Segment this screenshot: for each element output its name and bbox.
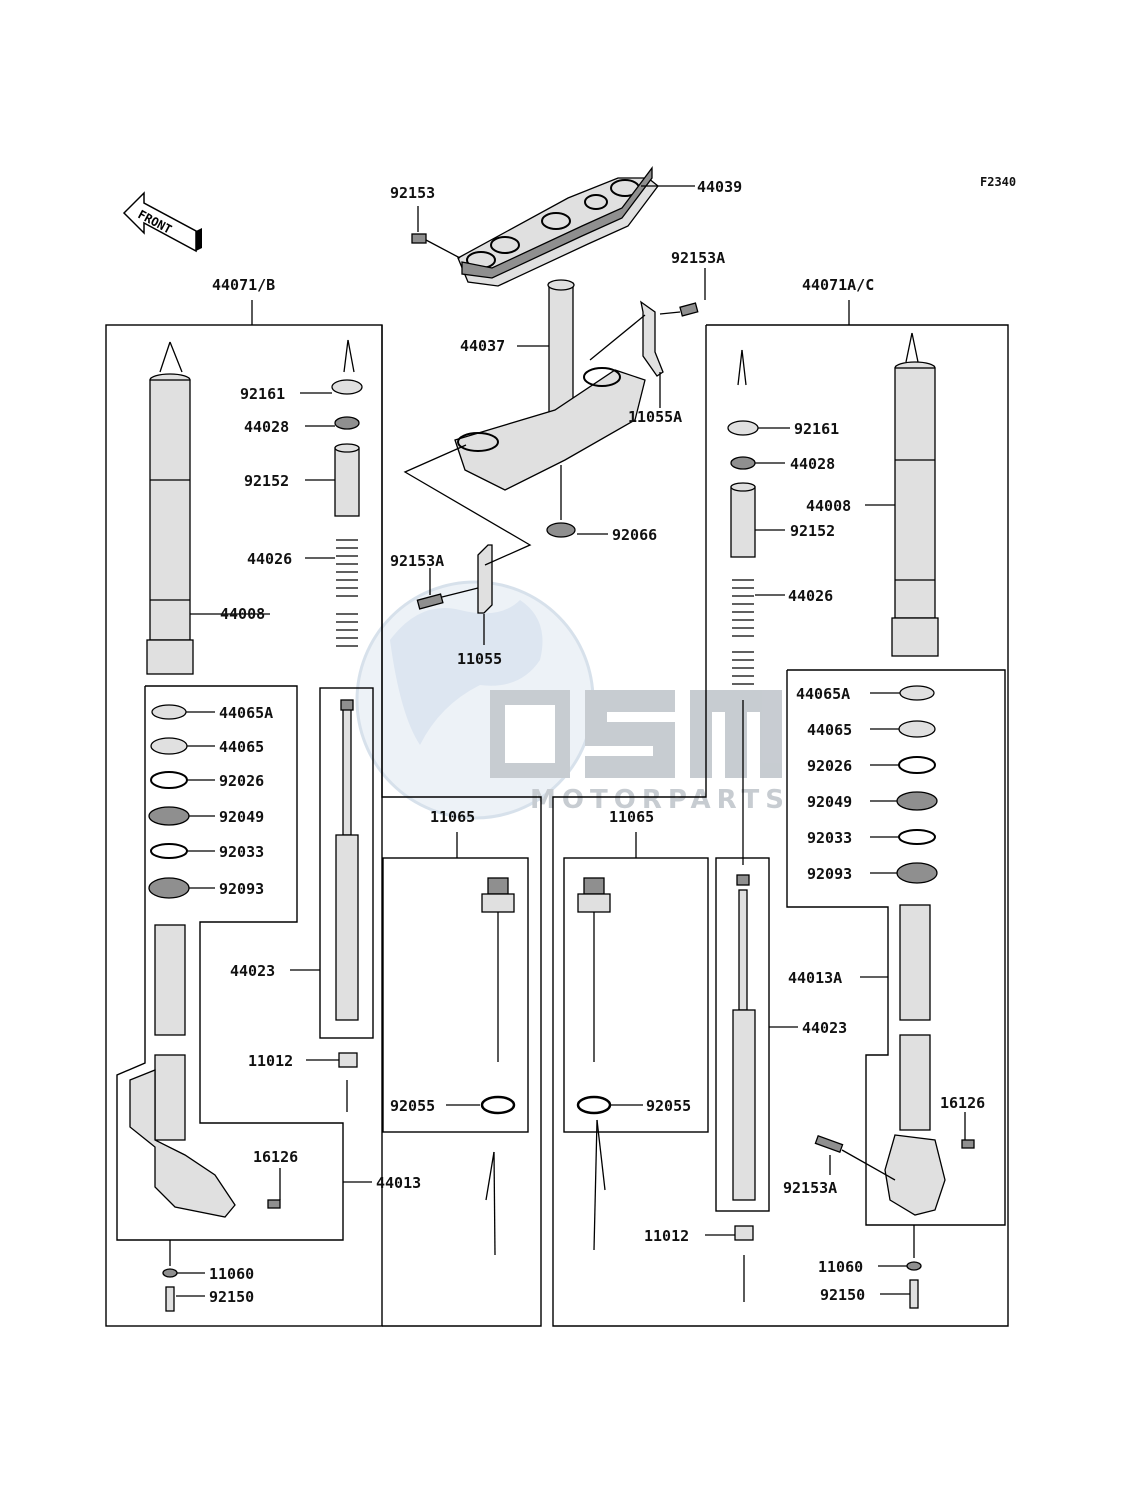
label-11060: 11060 <box>209 1265 254 1283</box>
label-92033: 92033 <box>219 843 264 861</box>
figure-code: F2340 <box>980 175 1016 189</box>
left-seal-subframe <box>116 685 344 1241</box>
label-92066: 92066 <box>612 526 657 544</box>
label-92033: 92033 <box>807 829 852 847</box>
label-44028: 44028 <box>790 455 835 473</box>
bracket-11055 <box>477 544 493 614</box>
watermark-text: MOTORPARTS <box>530 785 790 815</box>
label-92026: 92026 <box>219 772 264 790</box>
label-16126: 16126 <box>253 1148 298 1166</box>
label-44065: 44065 <box>807 721 852 739</box>
label-11055A: 11055A <box>628 408 682 426</box>
label-11060: 11060 <box>818 1258 863 1276</box>
label-44065A: 44065A <box>219 704 273 722</box>
steering-stem-assembly <box>454 279 646 491</box>
label-44028: 44028 <box>244 418 289 436</box>
label-92153A: 92153A <box>783 1179 837 1197</box>
label-92093: 92093 <box>807 865 852 883</box>
label-92026: 92026 <box>807 757 852 775</box>
label-44008: 44008 <box>806 497 851 515</box>
label-44039: 44039 <box>697 178 742 196</box>
left-fork-frame <box>105 300 542 1327</box>
label-44023: 44023 <box>802 1019 847 1037</box>
label-92153: 92153 <box>390 184 435 202</box>
bracket-11055A <box>640 300 664 377</box>
cartridge-parts <box>446 832 643 1256</box>
label-92161: 92161 <box>240 385 285 403</box>
label-44071A-C: 44071A/C <box>802 276 874 294</box>
label-92055: 92055 <box>646 1097 691 1115</box>
bolt-16126-left <box>267 1199 281 1209</box>
label-92150: 92150 <box>820 1286 865 1304</box>
bolt-92153A-right <box>814 1134 844 1154</box>
label-11055: 11055 <box>457 650 502 668</box>
label-92055: 92055 <box>390 1097 435 1115</box>
label-11065: 11065 <box>609 808 654 826</box>
watermark-logo: MOTORPARTS <box>355 580 790 820</box>
right-fork-parts <box>727 332 975 1309</box>
label-44026: 44026 <box>788 587 833 605</box>
bolt-92153A-mid <box>416 593 444 610</box>
label-92161: 92161 <box>794 420 839 438</box>
right-leader-lines <box>705 427 966 1295</box>
label-11012: 11012 <box>644 1227 689 1245</box>
label-44013A: 44013A <box>788 969 842 987</box>
left-rod-subframe <box>319 687 374 1039</box>
left-cartridge-frame <box>382 857 529 1133</box>
label-16126: 16126 <box>940 1094 985 1112</box>
label-11012: 11012 <box>248 1052 293 1070</box>
right-seal-subframe <box>786 669 1006 1226</box>
label-92152: 92152 <box>790 522 835 540</box>
label-44013: 44013 <box>376 1174 421 1192</box>
label-44065: 44065 <box>219 738 264 756</box>
left-leader-lines <box>176 392 372 1297</box>
label-92153A: 92153A <box>390 552 444 570</box>
left-fork-parts <box>129 339 363 1312</box>
bolt-92153A-top <box>679 302 699 317</box>
label-44037: 44037 <box>460 337 505 355</box>
part-number-labels: 92153 44039 92153A 44071/B 44071A/C 4403… <box>209 178 985 1306</box>
label-92153A: 92153A <box>671 249 725 267</box>
label-44026: 44026 <box>247 550 292 568</box>
label-92093: 92093 <box>219 880 264 898</box>
bolt-92153 <box>411 233 427 244</box>
label-92049: 92049 <box>219 808 264 826</box>
label-11065: 11065 <box>430 808 475 826</box>
label-92150: 92150 <box>209 1288 254 1306</box>
upper-triple-clamp <box>457 166 659 287</box>
label-44023: 44023 <box>230 962 275 980</box>
label-92049: 92049 <box>807 793 852 811</box>
bolt-16126-right <box>961 1139 975 1149</box>
label-44065A: 44065A <box>796 685 850 703</box>
nut-92066 <box>546 522 576 538</box>
right-fork-frame <box>552 300 1009 1327</box>
front-arrow-icon: FRONT <box>122 191 202 253</box>
label-44008: 44008 <box>220 605 265 623</box>
label-92152: 92152 <box>244 472 289 490</box>
label-44071-B: 44071/B <box>212 276 275 294</box>
